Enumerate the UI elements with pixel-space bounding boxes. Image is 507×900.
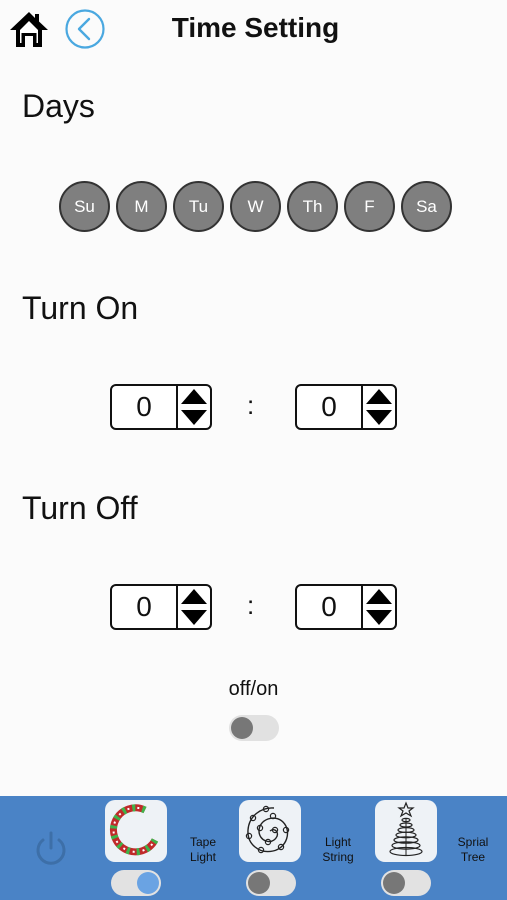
day-button-w[interactable]: W [230,181,281,232]
turn-off-time-row: 0 : 0 [0,584,507,630]
day-selector: Su M Tu W Th F Sa [59,181,452,232]
spiral-tree-device[interactable] [375,800,437,862]
turn-on-minute-value[interactable]: 0 [297,386,363,428]
stepper-arrows[interactable] [363,586,395,628]
up-down-arrows-icon [366,589,392,625]
back-circle-icon [65,9,105,49]
power-button[interactable] [30,829,72,871]
back-button[interactable] [64,8,106,50]
light-string-icon [245,805,290,854]
page-title: Time Setting [171,12,340,43]
day-button-f[interactable]: F [344,181,395,232]
light-string-label: Light String [318,835,358,865]
device-label-line: String [322,850,354,864]
device-bar: Tape Light Light String [0,796,507,900]
tape-light-device[interactable] [105,800,167,862]
home-button[interactable] [8,8,50,50]
off-on-label: off/on [228,678,279,700]
up-down-arrows-icon [181,589,207,625]
spiral-tree-icon [389,801,423,857]
turn-off-minute-value[interactable]: 0 [297,586,363,628]
device-label-line: Tape [189,835,217,849]
power-icon [36,831,66,865]
device-label-line: Tree [460,850,486,864]
turn-on-hour-stepper[interactable]: 0 [110,384,212,430]
toggle-knob [231,717,253,739]
device-label-line: Sprial [457,835,489,849]
stepper-arrows[interactable] [178,586,210,628]
stepper-arrows[interactable] [178,386,210,428]
light-string-toggle[interactable] [246,870,296,896]
turn-off-hour-value[interactable]: 0 [112,586,178,628]
off-on-toggle[interactable] [229,715,279,741]
tape-light-label: Tape Light [184,835,222,865]
days-label: Days [22,88,95,124]
day-button-tu[interactable]: Tu [173,181,224,232]
day-button-su[interactable]: Su [59,181,110,232]
home-icon [10,12,48,47]
turn-off-hour-stepper[interactable]: 0 [110,584,212,630]
time-separator: : [247,590,255,620]
tape-light-toggle[interactable] [111,870,161,896]
turn-on-minute-stepper[interactable]: 0 [295,384,397,430]
turn-on-time-row: 0 : 0 [0,384,507,430]
toggle-knob [383,872,405,894]
stepper-arrows[interactable] [363,386,395,428]
turn-off-minute-stepper[interactable]: 0 [295,584,397,630]
day-button-sa[interactable]: Sa [401,181,452,232]
toggle-knob [137,872,159,894]
turn-on-label: Turn On [22,290,139,326]
device-label-line: Light [324,835,352,849]
device-label-line: Light [189,850,217,864]
day-button-m[interactable]: M [116,181,167,232]
up-down-arrows-icon [366,389,392,425]
time-separator: : [247,390,255,420]
spiral-tree-label: Sprial Tree [454,835,492,865]
turn-on-hour-value[interactable]: 0 [112,386,178,428]
day-button-th[interactable]: Th [287,181,338,232]
toggle-knob [248,872,270,894]
tape-light-icon [110,804,159,856]
light-string-device[interactable] [239,800,301,862]
up-down-arrows-icon [181,389,207,425]
spiral-tree-toggle[interactable] [381,870,431,896]
turn-off-label: Turn Off [22,490,138,526]
header: Time Setting [0,0,507,60]
